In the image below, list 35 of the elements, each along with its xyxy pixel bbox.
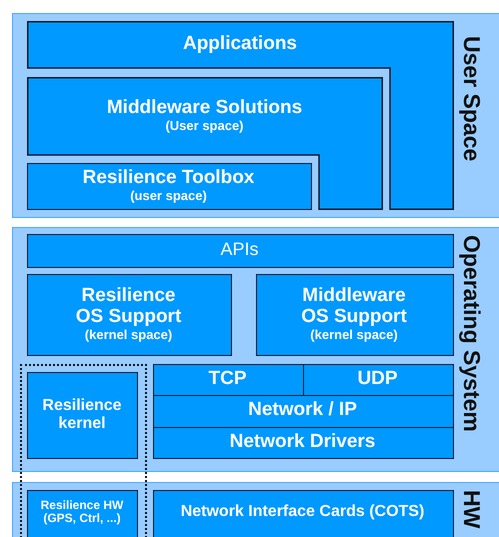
layer-box	[152, 364, 304, 396]
layer-box	[27, 490, 138, 537]
box-label: Network Drivers	[230, 432, 376, 452]
layer-box	[26, 20, 454, 210]
layer-band	[12, 227, 499, 472]
layer-box	[26, 162, 312, 210]
layer-title: User Space	[458, 36, 485, 162]
box-label: APIs	[220, 240, 258, 260]
layer-box	[302, 364, 454, 396]
box-label: UDP	[357, 368, 398, 390]
layer-title: HW	[458, 490, 485, 528]
box-label: Resilience Toolbox	[82, 168, 254, 189]
layer-box	[152, 490, 454, 537]
layer-box	[26, 234, 454, 268]
box-label: Resilience HW (GPS, Ctrl, ...)	[40, 498, 124, 526]
layer-title: Operating System	[458, 235, 485, 432]
box-sublabel: (kernel space)	[84, 328, 172, 342]
layer-box	[27, 372, 138, 459]
box-label: Resilience OS Support	[74, 286, 182, 328]
layer-box	[152, 394, 454, 428]
box-label: Middleware OS Support	[300, 286, 408, 328]
layer-box	[26, 76, 382, 210]
box-sublabel: (kernel space)	[310, 328, 398, 342]
layer-band	[12, 13, 499, 218]
box-label: Network / IP	[248, 400, 357, 421]
layer-box	[256, 274, 454, 356]
box-label: Network Interface Cards (COTS)	[180, 502, 424, 520]
layer-box	[152, 426, 454, 458]
box-label: TCP	[208, 368, 246, 390]
box-label: Middleware Solutions	[106, 98, 302, 119]
box-sublabel: (user space)	[130, 188, 207, 204]
box-sublabel: (User space)	[165, 118, 244, 134]
box-label: Applications	[182, 34, 297, 54]
layer-box	[26, 274, 232, 356]
box-label: Resilience kernel	[41, 397, 123, 433]
